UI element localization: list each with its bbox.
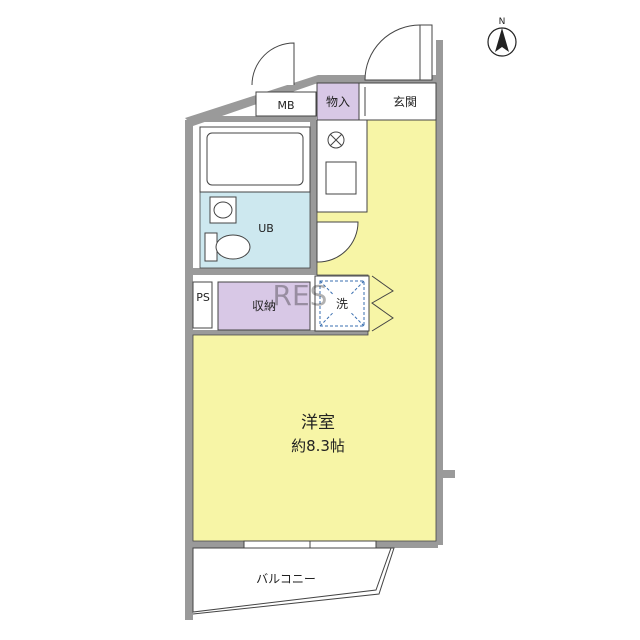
north-label: N (499, 17, 506, 27)
entrance-floor (358, 82, 437, 121)
north-arrow-icon: N (487, 17, 517, 57)
kitchen-counter (316, 119, 368, 213)
balcony-window (243, 540, 377, 549)
western-room-size: 約8.3帖 (291, 437, 345, 455)
western-room-label: 洋室 (301, 413, 335, 433)
sink-icon (209, 196, 237, 224)
entrance-label: 玄関 (393, 94, 417, 109)
mb-label: MB (277, 99, 294, 112)
mb-door-icon (251, 42, 295, 86)
meter-box (255, 91, 317, 117)
closet-floor (316, 82, 360, 121)
laundry-door (371, 275, 394, 332)
ps-label: PS (196, 291, 210, 304)
watermark: RES (273, 279, 328, 312)
closet-label: 物入 (326, 95, 350, 109)
balcony-label: バルコニー (256, 572, 316, 586)
pipe-space (192, 281, 213, 329)
western-room-floor (192, 119, 437, 542)
storage-label: 収納 (252, 299, 276, 313)
laundry-area (314, 275, 370, 332)
toilet-icon (204, 232, 251, 262)
unit-bath-floor (199, 191, 311, 269)
laundry-label: 洗 (336, 297, 348, 311)
unit-bath-label: UB (258, 222, 274, 235)
storage-floor (217, 281, 311, 331)
entrance-door-icon (364, 24, 433, 81)
bath-door (316, 221, 359, 263)
